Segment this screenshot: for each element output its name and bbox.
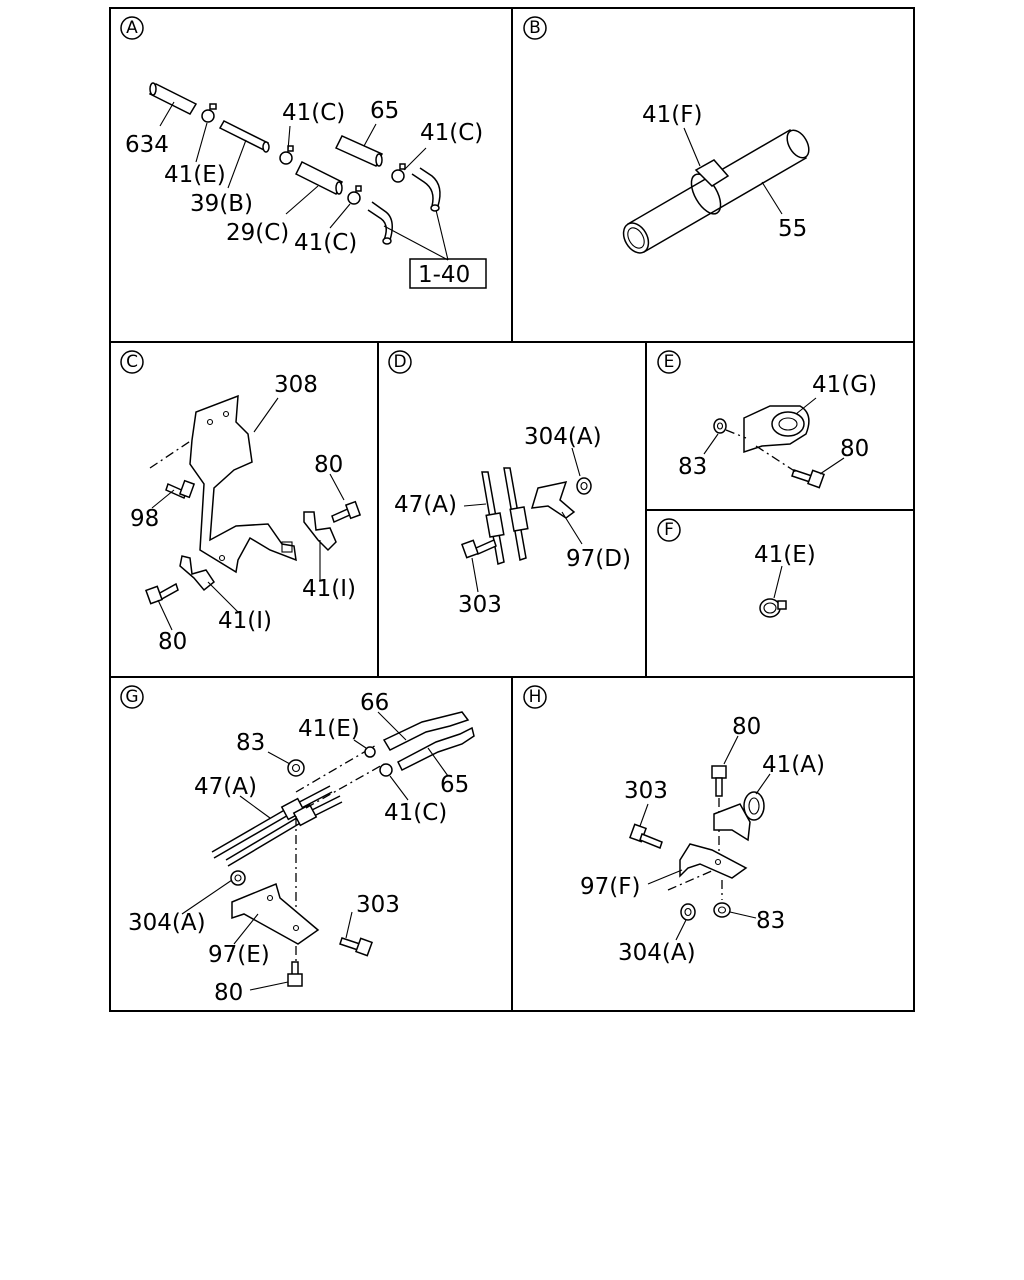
nut-83-g: [287, 759, 305, 777]
label-80-e: 80: [840, 436, 869, 462]
pipe-39b: [218, 120, 270, 153]
pipe-assembly-1-40: [367, 167, 441, 245]
label-80-h: 80: [732, 714, 761, 740]
hose-29c: [294, 160, 344, 196]
panel-f-letter: F: [664, 520, 674, 540]
label-41i-right: 41(I): [302, 576, 356, 602]
label-41g: 41(G): [812, 372, 877, 398]
pipes-47a: [481, 467, 529, 565]
bolt-303-g: [339, 937, 373, 957]
label-65: 65: [370, 98, 399, 124]
label-83: 83: [678, 454, 707, 480]
nut-83: [713, 418, 727, 434]
label-97f: 97(F): [580, 874, 640, 900]
label-80-upper: 80: [314, 452, 343, 478]
hose-66: [382, 711, 470, 751]
bolt-80-lower: [145, 582, 179, 605]
hose-65-g: [397, 726, 475, 772]
hose-clamp-41c-1: [279, 145, 294, 165]
bolt-80-g: [287, 961, 303, 987]
bolt-303: [461, 538, 497, 559]
label-303-g: 303: [356, 892, 400, 918]
bolt-80-upper: [331, 500, 362, 524]
label-97d: 97(D): [566, 546, 631, 572]
clamp-41g: [743, 405, 810, 454]
bolt-303-h: [629, 823, 663, 849]
bracket-308: [189, 394, 297, 574]
label-303-h: 303: [624, 778, 668, 804]
label-303: 303: [458, 592, 502, 618]
label-1-40: 1-40: [418, 262, 470, 288]
panel-a-letter: A: [126, 18, 138, 38]
label-304a-h: 304(A): [618, 940, 696, 966]
hose-clamp-41c-3: [391, 163, 406, 183]
diagram-frame: [109, 7, 915, 1012]
panel-d: D 304(A) 47(A) 97(D) 303: [388, 350, 631, 618]
panel-h: H: [523, 685, 825, 966]
bolt-98: [165, 479, 196, 500]
label-308: 308: [274, 372, 318, 398]
label-41c-g: 41(C): [384, 800, 447, 826]
panel-g: G: [120, 685, 475, 1006]
label-66: 66: [360, 690, 389, 716]
clip-41i-left: [179, 555, 216, 592]
bracket-97d: [530, 480, 576, 519]
panel-c: C 308: [120, 350, 362, 655]
panel-c-letter: C: [126, 352, 138, 372]
clip-41i-right: [303, 511, 337, 552]
label-55: 55: [778, 216, 807, 242]
label-41c-upper: 41(C): [282, 100, 345, 126]
nut-304a-g: [230, 870, 246, 886]
label-41i-left: 41(I): [218, 608, 272, 634]
label-80-g: 80: [214, 980, 243, 1006]
label-41e-g: 41(E): [298, 716, 360, 742]
panel-a: A: [120, 16, 487, 289]
label-41e: 41(E): [164, 162, 226, 188]
nut-304a-h: [680, 903, 696, 921]
panel-b: B 41(F) 55: [523, 16, 810, 254]
hose-65: [334, 135, 384, 167]
hose-clamp-41e-f: [759, 598, 787, 618]
label-80-lower: 80: [158, 629, 187, 655]
panel-d-letter: D: [393, 352, 406, 372]
label-83-g: 83: [236, 730, 265, 756]
label-98: 98: [130, 506, 159, 532]
hose-clamp-41c-g: [379, 763, 393, 777]
panel-g-letter: G: [125, 687, 138, 707]
bracket-97f: [679, 843, 748, 879]
bolt-80-h: [711, 765, 727, 797]
label-41e-f: 41(E): [754, 542, 816, 568]
label-41c-lower: 41(C): [294, 230, 357, 256]
nut-83-h: [713, 902, 731, 918]
label-47a: 47(A): [394, 492, 457, 518]
label-304a: 304(A): [524, 424, 602, 450]
panel-h-letter: H: [529, 687, 542, 707]
label-29c: 29(C): [226, 220, 289, 246]
clamp-41a: [713, 791, 765, 842]
panel-b-letter: B: [529, 18, 541, 38]
hose-clamp-41c-2: [347, 185, 362, 205]
nut-304a: [576, 477, 592, 495]
label-65-g: 65: [440, 772, 469, 798]
label-47a-g: 47(A): [194, 774, 257, 800]
label-83-h: 83: [756, 908, 785, 934]
bracket-97e: [231, 882, 320, 945]
label-41f: 41(F): [642, 102, 702, 128]
panel-e: E 41(G) 83 80: [657, 350, 877, 489]
bolt-80-e: [791, 469, 825, 489]
label-41c-right: 41(C): [420, 120, 483, 146]
label-304a-g: 304(A): [128, 910, 206, 936]
panel-e-letter: E: [664, 352, 675, 372]
label-41a: 41(A): [762, 752, 825, 778]
label-97e: 97(E): [208, 942, 270, 968]
hose-clamp-41e: [201, 103, 217, 123]
hose-634: [148, 82, 198, 115]
clamp-41f: [690, 159, 730, 215]
label-634: 634: [125, 132, 169, 158]
pipes-47a-g: [211, 785, 343, 867]
label-39b: 39(B): [190, 191, 253, 217]
panel-f: F 41(E): [657, 518, 816, 618]
hose-clamp-41e-g: [364, 746, 376, 758]
